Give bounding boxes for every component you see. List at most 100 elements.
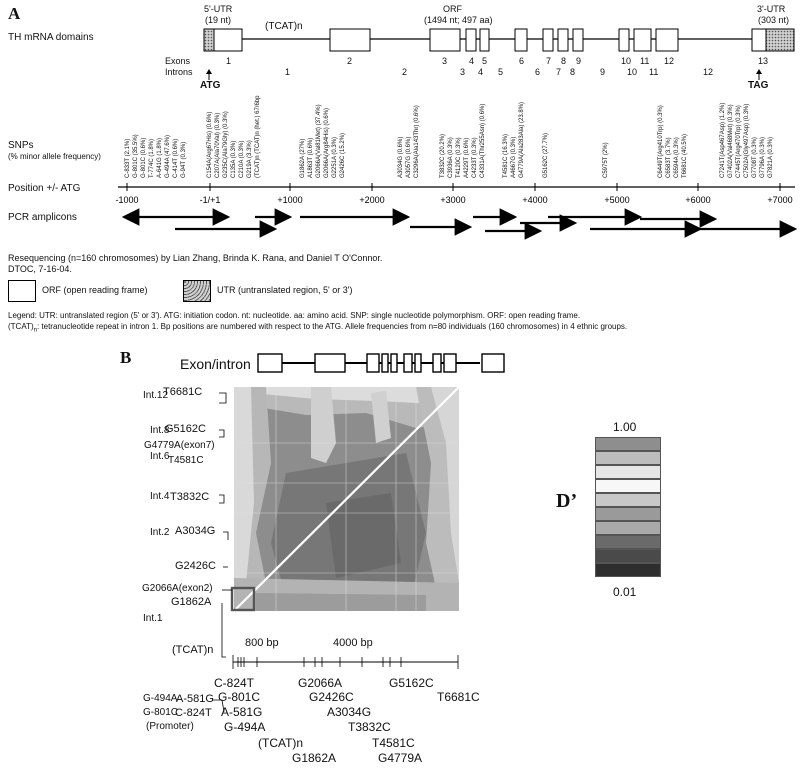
ld-left-label: Int.1 [143,613,163,624]
position-tick-label: -1/+1 [200,195,221,205]
exon-number: 12 [664,56,675,66]
position-tick-label: +4000 [522,195,547,205]
ld-left-label: (TCAT)n [172,644,214,656]
ld-left-label: Int.8 [150,425,170,436]
exon-number: 1 [226,56,232,66]
ld-bottom-label: G-801C [218,690,261,704]
snp-label: C6583T (3.7%) [666,137,672,178]
ld-left-label: (Promoter) [146,721,194,732]
ld-heatmap [230,386,460,612]
exon-number: 6 [519,56,525,66]
pcr-amplicons-diagram [121,208,798,240]
ld-bottom-label: T3832C [348,720,391,734]
d-scale-swatch [595,521,661,535]
exon-8-box [557,28,569,52]
snp-label: T4120C (0.3%) [456,137,462,178]
position-tick-label: +1000 [277,195,302,205]
ld-left-label: T6681C [163,386,203,398]
exon-13-box [751,28,767,52]
snp-label: G2066A(Val81Met) (37.4%) [316,104,322,178]
d-scale-swatch [595,563,661,577]
ld-left-label: G2066A(exon2) [142,583,213,594]
atg-label: ATG [200,80,221,91]
snp-label: T4581C (16.3%) [503,133,509,178]
ld-left-label: C-824T [175,707,212,719]
exon-number: 3 [442,56,448,66]
intron-number: 6 [535,67,541,77]
ld-left-label: Int.4 [150,491,170,502]
exon-1-box [213,28,243,52]
utr3-box [765,28,795,52]
exon-number: 8 [561,56,567,66]
snp-label: C7241T(Asp467Asp) (1.2%) [720,102,726,178]
exon-2-box [329,28,371,52]
d-prime-min: 0.01 [613,585,637,599]
snp-label: C5975T (2%) [603,142,609,178]
ld-bottom-label: (TCAT)n [258,736,304,750]
ld-bottom-label: G1862A [292,751,337,765]
d-prime-color-scale [595,437,661,577]
exon-number: 5 [482,56,488,66]
snp-label: G219A (3.3%) [247,140,253,178]
exon-number: 13 [758,56,769,66]
snp-label: A4667G (0.3%) [511,136,517,178]
intron-number: 8 [570,67,576,77]
scale-label-800bp: 800 bp [245,637,279,649]
d-scale-swatch [595,451,661,465]
snp-label: C4331A(Thr255Asn) (0.6%) [480,103,486,178]
ld-bottom-label: T4581C [372,736,415,750]
ld-left-label: Int.12 [143,390,169,401]
exon-12-box [655,28,679,52]
ld-left-brackets [212,392,232,713]
d-scale-swatch [595,465,661,479]
intron-number: 4 [478,67,484,77]
exon-number: 2 [347,56,353,66]
intron-number: 7 [556,67,562,77]
snp-label: A1863T (0.6%) [308,137,314,178]
ld-left-label: A-581G [176,693,214,705]
ld-left-label: Int.2 [150,527,170,538]
ld-bottom-label: A-581G [221,705,263,719]
snp-label: C3296A(Ala143Thr) (0.6%) [414,105,420,178]
resequencing-line-2: DTOC, 7-16-04. [8,264,72,274]
ld-bottom-label: G4779A [378,751,423,765]
ld-left-label: G-801C [143,707,179,718]
ld-bottom-label: G2426C [309,690,354,704]
snp-label: (TCAT)n (TCAT)n (het.) 67/6bp [255,95,261,178]
orf-detail: (1494 nt; 497 aa) [424,15,493,25]
d-scale-swatch [595,479,661,493]
intron-number: 9 [600,67,606,77]
ld-left-label: Int.6 [150,451,170,462]
snp-label: G1862A (27%) [300,138,306,178]
scale-label-4000bp: 4000 bp [333,637,373,649]
snp-label: T6681C (40.5%) [682,133,688,178]
ld-left-label: A3034G [175,525,216,537]
intron-number: 5 [498,67,504,77]
snp-label: G2251A (0.3%) [332,136,338,178]
snp-label: G4779A(Ala283Ala) (23.8%) [519,101,525,178]
position-label: Position +/- ATG [8,183,81,194]
exon-11-box [633,28,652,52]
exon-3-box [429,28,461,52]
intron-number: 12 [703,67,714,77]
ld-left-label: G4779A(exon7) [144,440,215,451]
tag-label: TAG [748,80,769,91]
position-tick-label: +3000 [440,195,465,205]
exon-number: 10 [621,56,632,66]
d-prime-max: 1.00 [613,420,637,434]
snp-label: C7445T(Arg470Trp) (0.3%) [736,105,742,178]
snp-label: A3057G (0.6%) [406,136,412,178]
legend-utr-text: UTR (untranslated region, 5' or 3') [217,285,353,295]
position-axis: -1000-1/+1+1000+2000+3000+4000+5000+6000… [115,183,795,205]
snp-label: T3832C (20.2%) [440,133,446,178]
ld-bottom-label: G2066A [298,676,343,690]
exon-intron-label: Exon/intron [180,356,251,372]
exon-10-box [618,28,630,52]
exon-6-box [514,28,528,52]
ld-left-label: G2426C [175,560,216,572]
snp-label: G7821A (0.3%) [768,136,774,178]
position-tick-label: +2000 [359,195,384,205]
intron-number: 10 [627,67,638,77]
snp-label: G5162C (27.7%) [543,132,549,178]
intron-number: 11 [649,67,659,77]
